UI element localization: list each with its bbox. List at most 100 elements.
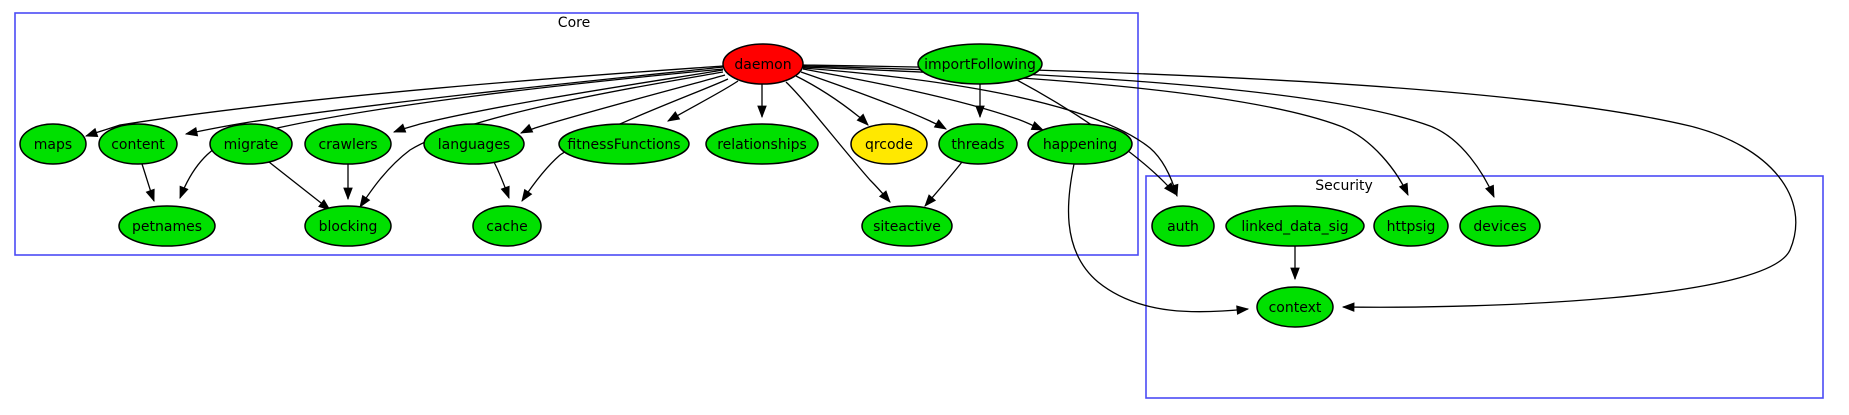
node-label-migrate: migrate: [224, 137, 279, 153]
node-shape-petnames[interactable]: [118, 205, 216, 247]
node-importFollowing[interactable]: importFollowing: [917, 43, 1043, 85]
node-label-auth: auth: [1167, 219, 1199, 235]
node-linked_data_sig[interactable]: linked_data_sig: [1225, 205, 1365, 247]
node-shape-content[interactable]: [98, 123, 178, 165]
edge-line: [1067, 163, 1249, 313]
node-shape-languages[interactable]: [423, 123, 525, 165]
node-shape-blocking[interactable]: [304, 205, 392, 247]
edge-arrowhead: [1290, 267, 1300, 281]
node-languages[interactable]: languages: [423, 123, 525, 165]
edge-arrowhead: [359, 194, 371, 208]
node-shape-auth[interactable]: [1151, 205, 1215, 247]
edge-arrowhead: [145, 188, 155, 203]
node-shape-maps[interactable]: [19, 123, 87, 165]
node-shape-threads[interactable]: [938, 123, 1018, 165]
node-shape-cache[interactable]: [472, 205, 542, 247]
node-shape-importFollowing[interactable]: [917, 43, 1043, 85]
node-fitnessFunctions[interactable]: fitnessFunctions: [558, 123, 690, 165]
node-crawlers[interactable]: crawlers: [304, 123, 392, 165]
cluster-box-security: [1145, 175, 1824, 399]
node-siteactive[interactable]: siteactive: [861, 205, 953, 247]
node-label-crawlers: crawlers: [318, 137, 377, 153]
edge-arrowhead: [500, 185, 510, 200]
node-shape-fitnessFunctions[interactable]: [558, 123, 690, 165]
edge-daemon-to-siteactive: [785, 81, 891, 203]
node-blocking[interactable]: blocking: [304, 205, 392, 247]
node-migrate[interactable]: migrate: [209, 123, 293, 165]
node-shape-devices[interactable]: [1459, 205, 1541, 247]
node-shape-crawlers[interactable]: [304, 123, 392, 165]
edge-daemon-to-devices: [802, 65, 1495, 199]
node-shape-linked_data_sig[interactable]: [1225, 205, 1365, 247]
edge-arrowhead: [318, 199, 331, 211]
edge-arrowhead: [1236, 305, 1250, 315]
node-relationships[interactable]: relationships: [705, 123, 819, 165]
edge-line: [802, 67, 1178, 197]
edge-daemon-to-relationships: [757, 84, 767, 119]
node-daemon[interactable]: daemon: [722, 43, 804, 85]
cluster-label-core: Core: [558, 15, 590, 31]
edge-line: [802, 66, 1409, 196]
edge-content-to-petnames: [141, 163, 155, 203]
node-happening[interactable]: happening: [1027, 123, 1133, 165]
edge-line: [179, 68, 724, 199]
edge-arrowhead: [1485, 184, 1495, 199]
edge-arrowhead: [856, 113, 869, 126]
edge-arrowhead: [184, 126, 199, 137]
node-shape-qrcode[interactable]: [850, 123, 928, 165]
node-context[interactable]: context: [1256, 286, 1334, 328]
node-label-threads: threads: [951, 137, 1004, 153]
node-content[interactable]: content: [98, 123, 178, 165]
edge-daemon-to-httpsig: [802, 66, 1409, 197]
edge-line: [667, 80, 739, 122]
edge-arrowhead: [757, 105, 767, 119]
node-shape-context[interactable]: [1256, 286, 1334, 328]
edge-daemon-to-languages: [519, 74, 726, 134]
node-shape-happening[interactable]: [1027, 123, 1133, 165]
node-label-fitnessFunctions: fitnessFunctions: [567, 137, 680, 153]
node-label-blocking: blocking: [319, 219, 378, 235]
node-auth[interactable]: auth: [1151, 205, 1215, 247]
node-shape-siteactive[interactable]: [861, 205, 953, 247]
node-label-httpsig: httpsig: [1387, 219, 1436, 235]
edge-line: [802, 64, 1797, 308]
edge-arrowhead: [975, 105, 985, 119]
node-qrcode[interactable]: qrcode: [850, 123, 928, 165]
cluster-label-security: Security: [1315, 178, 1373, 194]
edge-line: [185, 66, 724, 135]
node-shape-relationships[interactable]: [705, 123, 819, 165]
edge-daemon-to-fitnessFunctions: [667, 80, 739, 122]
edge-arrowhead: [1398, 182, 1409, 197]
edge-line: [802, 65, 1495, 198]
node-label-languages: languages: [438, 137, 510, 153]
edge-daemon-to-qrcode: [795, 75, 869, 126]
node-threads[interactable]: threads: [938, 123, 1018, 165]
edge-daemon-to-maps: [84, 65, 724, 137]
edge-arrowhead: [521, 188, 533, 202]
edge-daemon-to-petnames: [179, 68, 724, 200]
edge-importFollowing-to-threads: [975, 84, 985, 119]
node-petnames[interactable]: petnames: [118, 205, 216, 247]
node-cache[interactable]: cache: [472, 205, 542, 247]
edge-migrate-to-blocking: [268, 161, 331, 211]
node-devices[interactable]: devices: [1459, 205, 1541, 247]
edge-arrowhead: [179, 185, 189, 200]
node-label-content: content: [111, 137, 165, 153]
node-label-importFollowing: importFollowing: [924, 57, 1036, 73]
node-shape-httpsig[interactable]: [1373, 205, 1449, 247]
edge-linked_data_sig-to-context: [1290, 246, 1300, 281]
node-label-happening: happening: [1043, 137, 1117, 153]
node-maps[interactable]: maps: [19, 123, 87, 165]
node-httpsig[interactable]: httpsig: [1373, 205, 1449, 247]
edge-arrowhead: [667, 111, 681, 122]
node-shape-migrate[interactable]: [209, 123, 293, 165]
node-label-linked_data_sig: linked_data_sig: [1241, 219, 1348, 235]
edge-arrowhead: [343, 187, 353, 201]
node-layer: daemon importFollowing maps content migrate c…: [19, 43, 1541, 328]
edge-crawlers-to-blocking: [343, 164, 353, 201]
node-shape-daemon[interactable]: [722, 43, 804, 85]
edge-arrowhead: [1164, 182, 1176, 195]
